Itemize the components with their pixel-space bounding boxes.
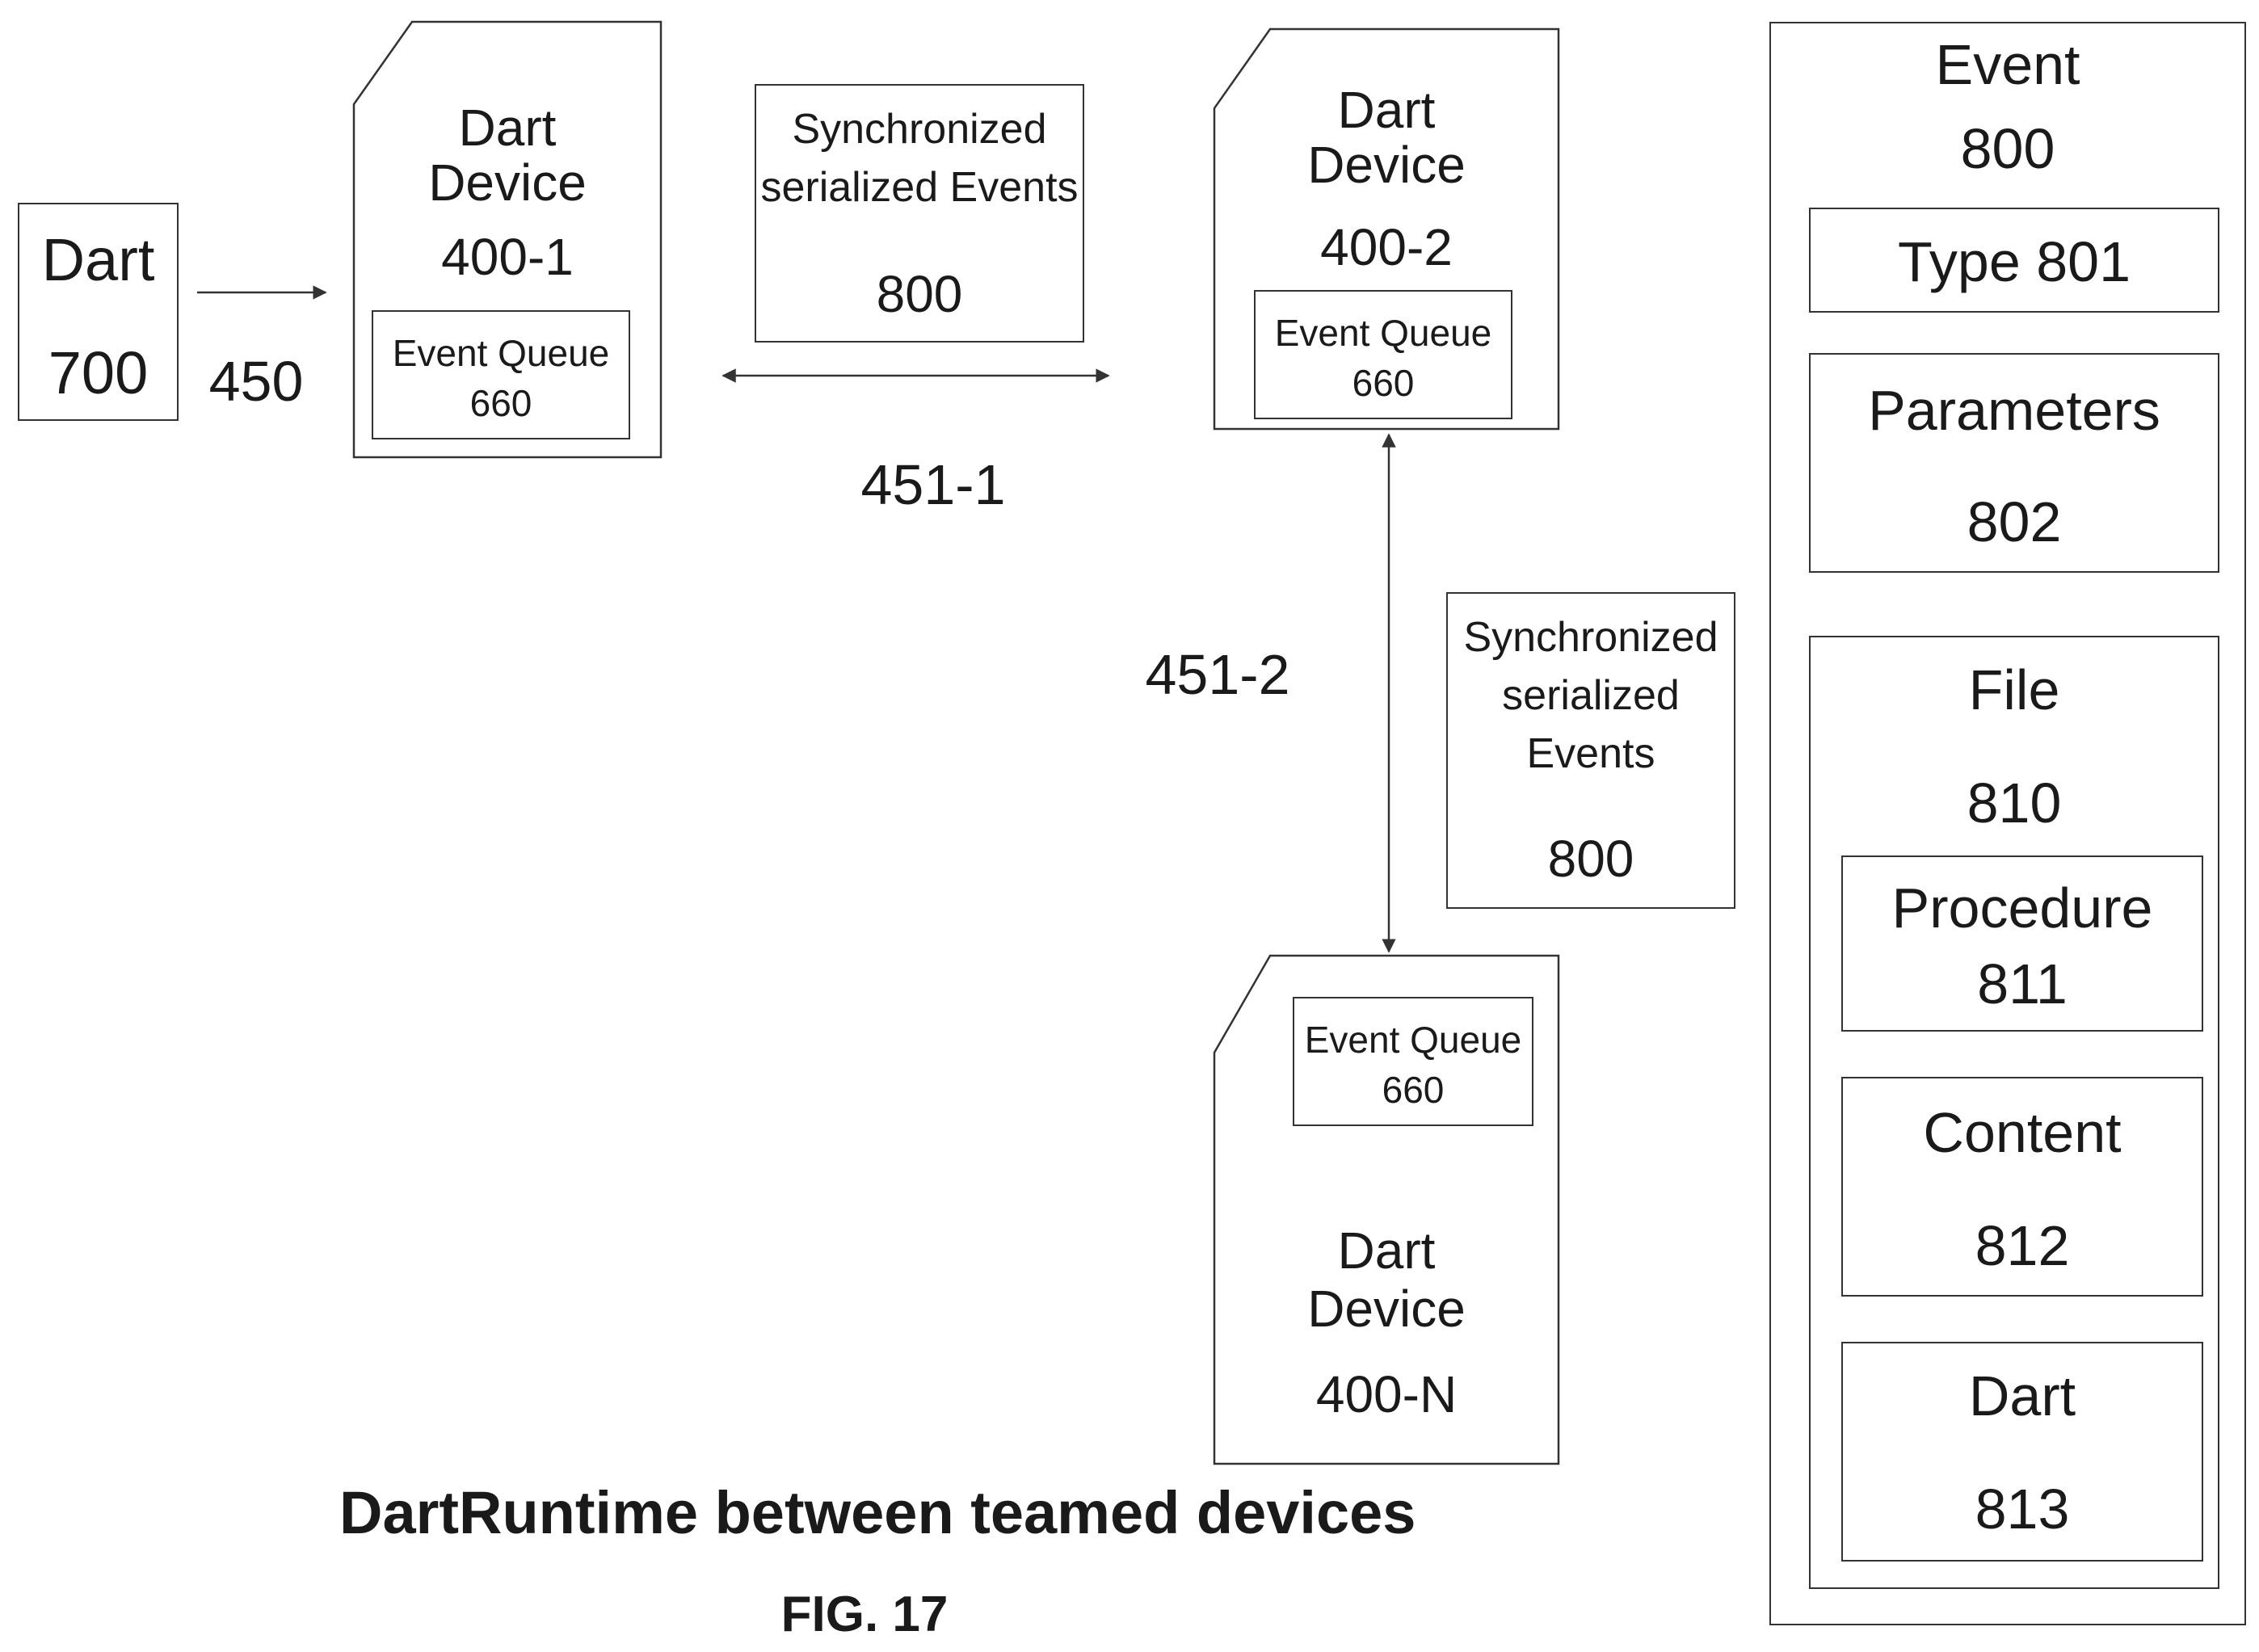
- procedure-811-box: Procedure 811: [1841, 855, 2203, 1032]
- diagram-caption: DartRuntime between teamed devices: [339, 1483, 1382, 1543]
- device-400-1-title-line2: Device: [354, 157, 661, 208]
- file-810-box: File 810 Procedure 811 Content 812 Dart …: [1809, 636, 2219, 1589]
- dart-813-label: Dart: [1843, 1368, 2202, 1424]
- link-451-2-label: 451-2: [1125, 646, 1310, 703]
- event-queue-number: 660: [373, 385, 629, 422]
- event-queue-number: 660: [1256, 364, 1511, 401]
- figure-label: FIG. 17: [727, 1590, 1002, 1640]
- event-queue-label: Event Queue: [373, 334, 629, 372]
- device-400-2-number: 400-2: [1214, 221, 1559, 273]
- event-queue-label: Event Queue: [1294, 1021, 1532, 1058]
- device-400-n-title-line1: Dart: [1214, 1225, 1559, 1276]
- event-panel-title: Event: [1771, 36, 2244, 93]
- type-801-label: Type 801: [1811, 233, 2218, 290]
- file-number: 810: [1811, 775, 2218, 831]
- sync-top-line2: serialized Events: [756, 166, 1083, 208]
- sync-right-line2: serialized: [1448, 675, 1734, 717]
- device-400-1-number: 400-1: [354, 231, 661, 283]
- sync-right-number: 800: [1448, 833, 1734, 885]
- parameters-802-box: Parameters 802: [1809, 353, 2219, 573]
- sync-top-line1: Synchronized: [756, 108, 1083, 150]
- event-queue-number: 660: [1294, 1071, 1532, 1108]
- content-label: Content: [1843, 1104, 2202, 1161]
- parameters-number: 802: [1811, 494, 2218, 550]
- event-queue-400-2: Event Queue 660: [1254, 290, 1512, 419]
- content-number: 812: [1843, 1217, 2202, 1274]
- event-panel-number: 800: [1771, 120, 2244, 177]
- event-800-panel: Event 800 Type 801 Parameters 802 File 8…: [1769, 22, 2246, 1625]
- device-400-2-title-line2: Device: [1214, 139, 1559, 191]
- device-400-2-title-line1: Dart: [1214, 84, 1559, 136]
- sync-right-line1: Synchronized: [1448, 616, 1734, 658]
- dart-source-name: Dart: [19, 230, 177, 290]
- sync-right-line3: Events: [1448, 733, 1734, 775]
- procedure-label: Procedure: [1843, 880, 2202, 936]
- link-451-1-label: 451-1: [840, 456, 1026, 513]
- event-queue-400-n: Event Queue 660: [1293, 997, 1533, 1126]
- sync-events-top-box: Synchronized serialized Events 800: [755, 84, 1084, 343]
- dart-source-box: Dart 700: [18, 203, 179, 421]
- link-450-label: 450: [204, 353, 309, 410]
- sync-top-number: 800: [756, 268, 1083, 320]
- file-label: File: [1811, 662, 2218, 718]
- type-801-box: Type 801: [1809, 208, 2219, 313]
- dart-813-number: 813: [1843, 1481, 2202, 1537]
- device-400-1-title-line1: Dart: [354, 102, 661, 153]
- event-queue-400-1: Event Queue 660: [372, 310, 630, 439]
- device-400-n-number: 400-N: [1214, 1368, 1559, 1420]
- device-400-n-title-line2: Device: [1214, 1283, 1559, 1335]
- dart-813-box: Dart 813: [1841, 1342, 2203, 1562]
- event-queue-label: Event Queue: [1256, 314, 1511, 351]
- procedure-number: 811: [1843, 956, 2202, 1012]
- sync-events-right-box: Synchronized serialized Events 800: [1446, 592, 1735, 909]
- dart-source-number: 700: [19, 343, 177, 403]
- parameters-label: Parameters: [1811, 382, 2218, 439]
- content-812-box: Content 812: [1841, 1077, 2203, 1297]
